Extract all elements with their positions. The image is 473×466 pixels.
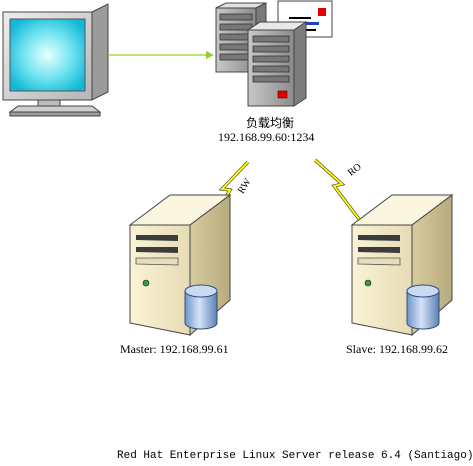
master-label: Master: 192.168.99.61 [120,342,229,356]
database-icon [184,284,218,330]
database-icon [406,284,440,330]
tower-server-icon [128,194,232,337]
server-unit-front [246,21,308,107]
os-release-footer: Red Hat Enterprise Linux Server release … [117,450,473,462]
tower-server-icon [350,194,454,337]
monitor-icon [2,3,109,117]
slave-label: Slave: 192.168.99.62 [346,342,448,356]
lb-name-label: 负载均衡 [246,116,295,130]
lb-address-label: 192.168.99.60:1234 [218,130,315,144]
server-rack-icon [215,0,333,107]
diagram-canvas [2,0,454,337]
client-to-lb-link [108,51,214,59]
